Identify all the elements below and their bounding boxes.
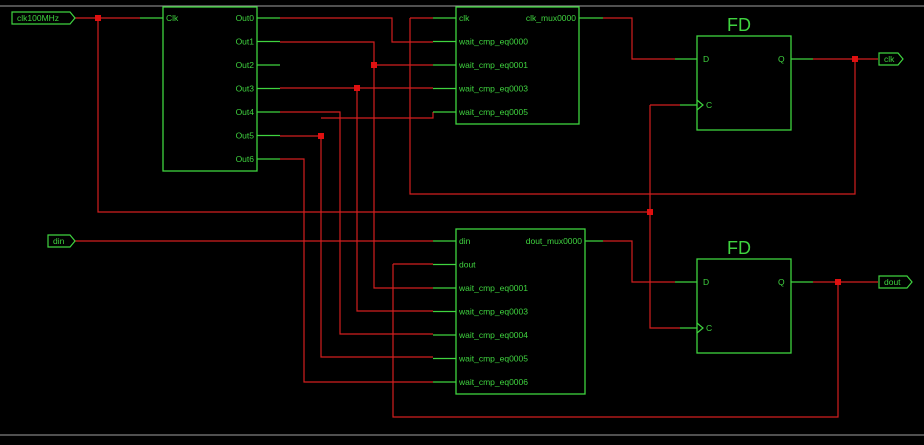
pin-out4: Out4 — [236, 107, 255, 117]
clock-edge-icon — [696, 99, 704, 111]
clk-mux-block[interactable]: clk wait_cmp_eq0000 wait_cmp_eq0001 wait_cm… — [433, 6, 603, 125]
pin-wait-cmp-eq0001: wait_cmp_eq0001 — [458, 283, 528, 293]
pin-dout-mux0000: dout_mux0000 — [526, 236, 583, 246]
dout-mux-block[interactable]: din dout wait_cmp_eq0001 wait_cmp_eq0003wai… — [433, 228, 603, 395]
pin-out5: Out5 — [236, 131, 255, 141]
pin-din: din — [459, 236, 471, 246]
pin-wait-cmp-eq0006: wait_cmp_eq0006 — [458, 377, 528, 387]
port-label: din — [53, 236, 65, 246]
port-din[interactable]: din — [47, 234, 76, 248]
wire-out5 — [280, 135, 433, 358]
wire-clk100-to-ff-clock — [97, 18, 650, 213]
pin-wait-cmp-eq0000: wait_cmp_eq0000 — [458, 37, 528, 47]
pin-clk-mux0000: clk_mux0000 — [526, 13, 576, 23]
junction-dot — [95, 15, 101, 21]
wire-dout-feedback — [392, 264, 839, 418]
pin-wait-cmp-eq0003: wait_cmp_eq0003 — [458, 84, 528, 94]
pin-wait-cmp-eq0004: wait_cmp_eq0004 — [458, 330, 528, 340]
wire-ff-clock-bus — [649, 105, 680, 329]
wire-out4 — [280, 111, 433, 335]
pin-q: Q — [778, 277, 785, 287]
junctions — [95, 15, 858, 285]
pin-dout: dout — [459, 260, 476, 270]
pin-wait-cmp-eq0003: wait_cmp_eq0003 — [458, 307, 528, 317]
pin-clk: Clk — [166, 13, 179, 23]
pin-c: C — [706, 323, 712, 333]
junction-dot — [852, 56, 858, 62]
flipflop-fd-dout[interactable]: FD D C Q — [675, 238, 813, 354]
pin-wait-cmp-eq0005: wait_cmp_eq0005 — [458, 107, 528, 117]
wire-out5-clkmux — [321, 112, 434, 119]
ff-title: FD — [727, 238, 751, 258]
wire-doutmux-to-d — [603, 240, 675, 283]
pin-wait-cmp-eq0001: wait_cmp_eq0001 — [458, 60, 528, 70]
pin-d: D — [703, 54, 709, 64]
port-clk100mhz[interactable]: clk100MHz — [11, 11, 76, 25]
pin-out1: Out1 — [236, 37, 255, 47]
junction-dot — [318, 133, 324, 139]
pin-c: C — [706, 100, 712, 110]
junction-dot — [354, 85, 360, 91]
pin-out2: Out2 — [236, 60, 255, 70]
junction-dot — [647, 209, 653, 215]
wire-out3-doutmux — [356, 88, 433, 312]
port-label: dout — [884, 277, 901, 287]
wire-clkmux-to-d — [603, 17, 675, 60]
pin-out0: Out0 — [236, 13, 255, 23]
wire-out0 — [280, 17, 433, 43]
pin-clk: clk — [459, 13, 470, 23]
pin-wait-cmp-eq0005: wait_cmp_eq0005 — [458, 354, 528, 364]
junction-dot — [835, 279, 841, 285]
port-clk-out[interactable]: clk — [878, 52, 904, 66]
junction-dot — [371, 62, 377, 68]
pin-out6: Out6 — [236, 154, 255, 164]
pin-out3: Out3 — [236, 84, 255, 94]
port-dout-out[interactable]: dout — [878, 275, 913, 289]
wire-out1 — [280, 41, 433, 289]
pin-d: D — [703, 277, 709, 287]
wire-out6 — [280, 158, 433, 383]
wires — [75, 17, 878, 418]
wire-clk-feedback — [409, 18, 856, 195]
port-label: clk — [884, 54, 895, 64]
ff-title: FD — [727, 15, 751, 35]
pin-q: Q — [778, 54, 785, 64]
flipflop-fd-clk[interactable]: FD D C Q — [675, 15, 813, 131]
port-label: clk100MHz — [17, 13, 59, 23]
clock-edge-icon — [696, 322, 704, 334]
